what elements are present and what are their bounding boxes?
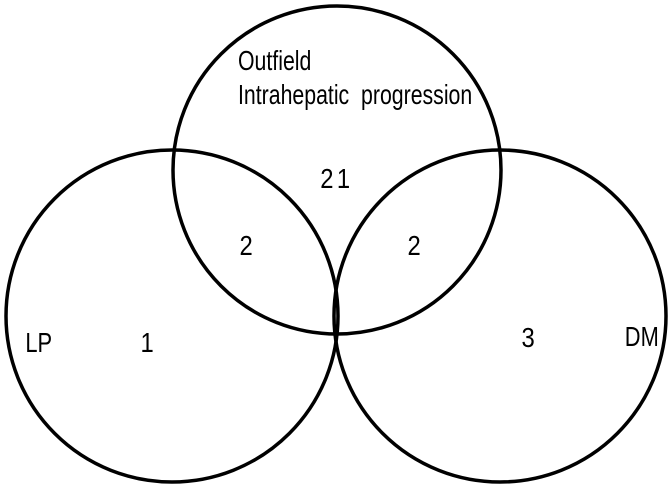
circle-lp bbox=[4, 148, 340, 484]
lp-set-label: LP bbox=[25, 327, 53, 358]
dm-set-value: 3 bbox=[521, 322, 535, 353]
overlap-outfield-lp-value: 2 bbox=[239, 230, 253, 261]
top-set-label: Outfield Intrahepatic progression bbox=[238, 45, 473, 110]
lp-set-value: 1 bbox=[140, 327, 154, 358]
top-set-value: 21 bbox=[320, 163, 354, 194]
overlap-outfield-dm-value: 2 bbox=[407, 230, 421, 261]
circle-dm bbox=[332, 148, 668, 484]
dm-set-label: DM bbox=[624, 321, 659, 352]
